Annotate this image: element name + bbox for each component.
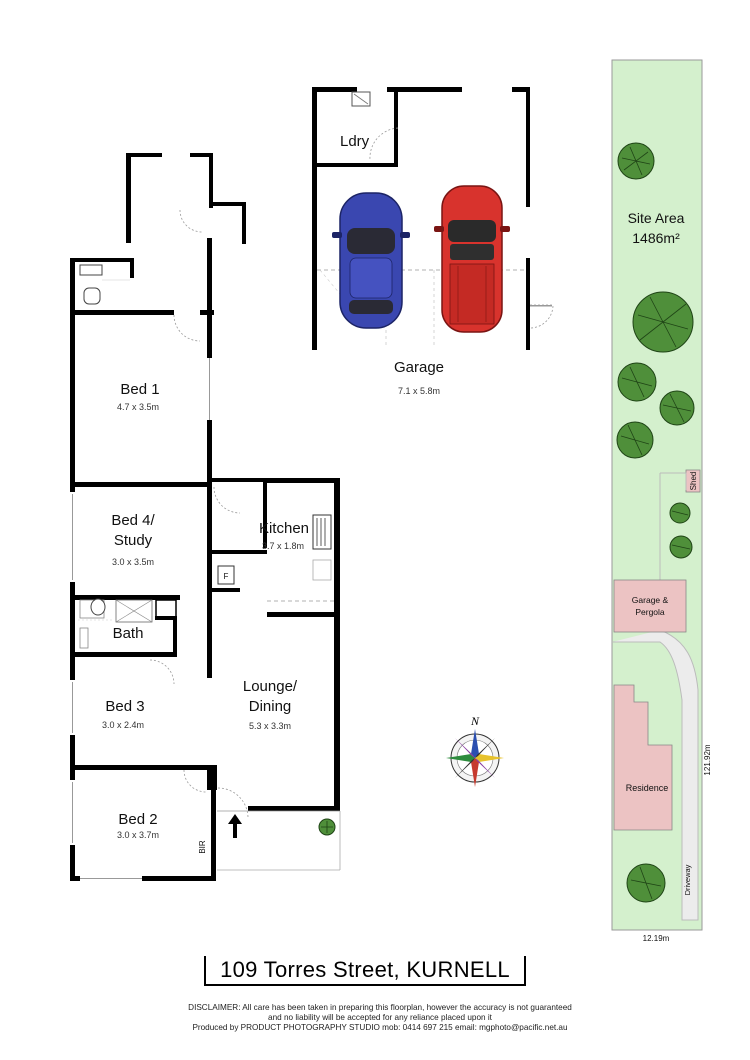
- disclaimer: DISCLAIMER: All care has been taken in p…: [120, 1003, 640, 1033]
- red-ute-icon: [434, 185, 510, 333]
- bed4-label-line1: Bed 4/: [111, 512, 155, 529]
- bed1-label: Bed 1: [120, 381, 159, 398]
- bed3-dims: 3.0 x 2.4m: [102, 720, 144, 730]
- tree-icon: [617, 142, 655, 180]
- garage-pergola-label-line2: Pergola: [635, 607, 665, 617]
- address-title: 109 Torres Street, KURNELL: [220, 957, 510, 982]
- tree-icon: [616, 421, 654, 459]
- tree-icon: [626, 863, 666, 903]
- residence-label: Residence: [626, 783, 669, 793]
- disclaimer-line-1: DISCLAIMER: All care has been taken in p…: [188, 1003, 572, 1012]
- bir-label: BIR: [198, 840, 207, 854]
- site-length-label: 121.92m: [703, 744, 712, 775]
- disclaimer-line-2: and no liability will be accepted for an…: [268, 1013, 492, 1022]
- entry-plant-icon: [318, 818, 336, 836]
- garage-block: Ldry Garage 7.1 x 5.8m: [312, 87, 554, 396]
- bed1-dims: 4.7 x 3.5m: [117, 402, 159, 412]
- kitchen-dims: 3.7 x 1.8m: [262, 541, 304, 551]
- site-area-value: 1486m²: [632, 230, 680, 246]
- site-width-label: 12.19m: [643, 934, 670, 943]
- address-title-box: 109 Torres Street, KURNELL: [204, 956, 526, 986]
- compass-icon: N: [446, 714, 504, 787]
- disclaimer-credit: Produced by PRODUCT PHOTOGRAPHY STUDIO m…: [192, 1023, 568, 1032]
- site-area-label: Site Area: [628, 210, 685, 226]
- bath-label: Bath: [113, 625, 144, 642]
- house-plan: F: [70, 153, 341, 881]
- tree-icon: [669, 535, 693, 559]
- tree-icon: [669, 502, 691, 524]
- laundry-label: Ldry: [340, 133, 370, 150]
- shed-label: Shed: [689, 472, 698, 491]
- driveway-label: Driveway: [683, 864, 692, 895]
- bed4-dims: 3.0 x 3.5m: [112, 557, 154, 567]
- blue-car-icon: [332, 192, 410, 329]
- lounge-label-line1: Lounge/: [243, 678, 298, 695]
- site-plan: Site Area 1486m²: [611, 59, 712, 943]
- bed4-label-line2: Study: [114, 532, 153, 549]
- garage-pergola-label-line1: Garage &: [632, 595, 669, 605]
- entry-arrow-icon: [228, 814, 242, 838]
- kitchen-label: Kitchen: [259, 520, 309, 537]
- bed3-label: Bed 3: [105, 698, 144, 715]
- bed2-dims: 3.0 x 3.7m: [117, 830, 159, 840]
- garage-label: Garage: [394, 359, 444, 376]
- lounge-dims: 5.3 x 3.3m: [249, 721, 291, 731]
- tree-icon: [632, 291, 694, 353]
- lounge-label-line2: Dining: [249, 698, 292, 715]
- tree-icon: [617, 362, 657, 402]
- bed2-label: Bed 2: [118, 811, 157, 828]
- compass-north-label: N: [470, 714, 480, 728]
- svg-text:F: F: [224, 572, 229, 581]
- tree-icon: [659, 390, 695, 426]
- garage-dims: 7.1 x 5.8m: [398, 386, 440, 396]
